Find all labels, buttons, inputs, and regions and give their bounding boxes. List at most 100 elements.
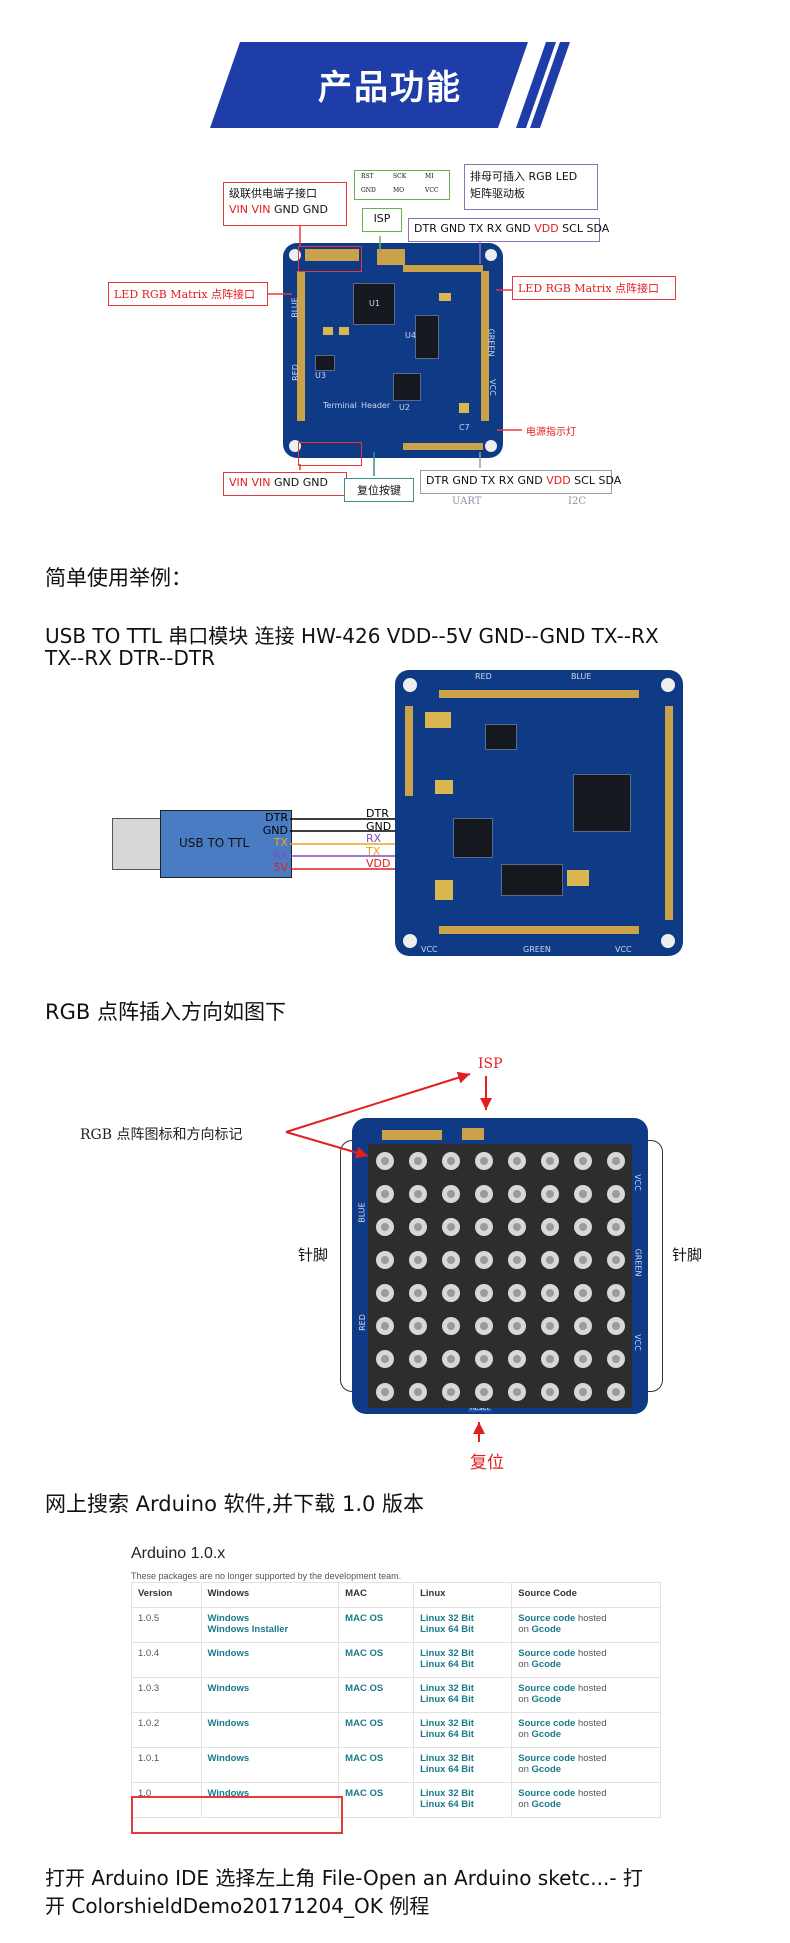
version-1-0-highlight bbox=[131, 1796, 343, 1834]
windows-installer-link[interactable]: Windows Installer bbox=[207, 1624, 289, 1635]
source-link[interactable]: Source code bbox=[518, 1648, 576, 1659]
gcode-link[interactable]: Gcode bbox=[531, 1799, 562, 1810]
left-matrix-interface: LED RGB Matrix 点阵接口 bbox=[108, 282, 268, 306]
cascade-pins-black: GND GND bbox=[274, 203, 328, 216]
usb-ttl-label: USB TO TTL bbox=[179, 836, 250, 850]
reset-button[interactable]: Reset bbox=[468, 1404, 492, 1412]
linux32-link[interactable]: Linux 32 Bit bbox=[420, 1613, 474, 1624]
mac-link[interactable]: MAC OS bbox=[345, 1753, 384, 1764]
source-link[interactable]: Source code bbox=[518, 1718, 576, 1729]
hosted-text: hosted bbox=[575, 1753, 607, 1764]
linux64-link[interactable]: Linux 64 Bit bbox=[420, 1624, 474, 1635]
hosted-text: hosted bbox=[575, 1718, 607, 1729]
right-header bbox=[481, 271, 489, 421]
gcode-link[interactable]: Gcode bbox=[531, 1729, 562, 1740]
right-header bbox=[665, 706, 673, 920]
led-cell bbox=[602, 1378, 629, 1405]
gcode-link[interactable]: Gcode bbox=[531, 1764, 562, 1775]
led-cell bbox=[503, 1378, 530, 1405]
hosted-text: hosted bbox=[575, 1788, 607, 1799]
led-icon bbox=[375, 1316, 394, 1335]
led-icon bbox=[606, 1250, 625, 1269]
led-icon bbox=[573, 1250, 592, 1269]
led-icon bbox=[474, 1151, 493, 1170]
windows-link[interactable]: Windows bbox=[207, 1613, 250, 1624]
open-text-1: 打开 Arduino IDE 选择左上角 File-Open an Arduin… bbox=[45, 1866, 643, 1890]
led-cell bbox=[437, 1147, 464, 1174]
mac-link[interactable]: MAC OS bbox=[345, 1683, 384, 1694]
smd-pad bbox=[439, 293, 451, 301]
windows-link[interactable]: Windows bbox=[207, 1753, 250, 1764]
pcb-green: GREEN bbox=[523, 945, 551, 954]
led-cell bbox=[569, 1180, 596, 1207]
led-cell bbox=[371, 1312, 398, 1339]
usb-ttl-module: USB TO TTL bbox=[160, 810, 292, 878]
linux32-link[interactable]: Linux 32 Bit bbox=[420, 1753, 474, 1764]
linux64-link[interactable]: Linux 64 Bit bbox=[420, 1659, 474, 1670]
header-callout-line1: 排母可插入 RGB LED bbox=[470, 170, 578, 183]
linux32-link[interactable]: Linux 32 Bit bbox=[420, 1788, 474, 1799]
led-cell bbox=[404, 1345, 431, 1372]
top-pins-2: SCL SDA bbox=[562, 222, 610, 235]
mount-hole bbox=[403, 934, 417, 948]
mac-link[interactable]: MAC OS bbox=[345, 1718, 384, 1729]
led-cell bbox=[503, 1279, 530, 1306]
source-link[interactable]: Source code bbox=[518, 1788, 576, 1799]
top-header bbox=[382, 1130, 442, 1140]
mac-cell: MAC OS bbox=[338, 1677, 415, 1713]
led-icon bbox=[540, 1217, 559, 1236]
source-link[interactable]: Source code bbox=[518, 1613, 576, 1624]
led-icon bbox=[540, 1184, 559, 1203]
mac-cell: MAC OS bbox=[338, 1782, 415, 1818]
mount-hole bbox=[661, 678, 675, 692]
pcb-terminal: Terminal bbox=[323, 401, 357, 410]
gcode-link[interactable]: Gcode bbox=[531, 1694, 562, 1705]
linux64-link[interactable]: Linux 64 Bit bbox=[420, 1694, 474, 1705]
source-link[interactable]: Source code bbox=[518, 1683, 576, 1694]
led-cell bbox=[536, 1213, 563, 1240]
led-matrix-grid bbox=[368, 1144, 632, 1408]
windows-link[interactable]: Windows bbox=[207, 1788, 250, 1799]
windows-link[interactable]: Windows bbox=[207, 1718, 250, 1729]
left-header bbox=[405, 706, 413, 796]
controller-board-large: RED BLUE GREEN VCC VCC bbox=[395, 670, 683, 956]
linux64-link[interactable]: Linux 64 Bit bbox=[420, 1729, 474, 1740]
led-cell bbox=[503, 1312, 530, 1339]
top-header bbox=[403, 265, 483, 272]
led-icon bbox=[441, 1250, 460, 1269]
windows-link[interactable]: Windows bbox=[207, 1683, 250, 1694]
mac-link[interactable]: MAC OS bbox=[345, 1648, 384, 1659]
pcb-vcc: VCC bbox=[615, 945, 632, 954]
led-cell bbox=[371, 1180, 398, 1207]
linux64-link[interactable]: Linux 64 Bit bbox=[420, 1799, 474, 1810]
mac-link[interactable]: MAC OS bbox=[345, 1613, 384, 1624]
mac-link[interactable]: MAC OS bbox=[345, 1788, 384, 1799]
led-cell bbox=[503, 1213, 530, 1240]
smd-pad bbox=[323, 327, 333, 335]
reset-arrow-label: 复位 bbox=[470, 1453, 504, 1473]
version-cell: 1.0.5 bbox=[131, 1607, 202, 1643]
bottom-pins-red: VIN VIN bbox=[229, 476, 271, 489]
isp-mo: MO bbox=[393, 187, 405, 194]
windows-link[interactable]: Windows bbox=[207, 1648, 250, 1659]
led-icon bbox=[408, 1382, 427, 1401]
led-cell bbox=[437, 1279, 464, 1306]
led-icon bbox=[507, 1349, 526, 1368]
linux32-link[interactable]: Linux 32 Bit bbox=[420, 1648, 474, 1659]
linux32-link[interactable]: Linux 32 Bit bbox=[420, 1718, 474, 1729]
gcode-link[interactable]: Gcode bbox=[531, 1624, 562, 1635]
gcode-link[interactable]: Gcode bbox=[531, 1659, 562, 1670]
linux64-link[interactable]: Linux 64 Bit bbox=[420, 1764, 474, 1775]
connection-text-2: TX--RX DTR--DTR bbox=[45, 646, 215, 670]
led-cell bbox=[602, 1180, 629, 1207]
linux32-link[interactable]: Linux 32 Bit bbox=[420, 1683, 474, 1694]
source-link[interactable]: Source code bbox=[518, 1753, 576, 1764]
led-cell bbox=[602, 1246, 629, 1273]
cascade-power-title: 级联供电端子接口 bbox=[229, 187, 317, 200]
